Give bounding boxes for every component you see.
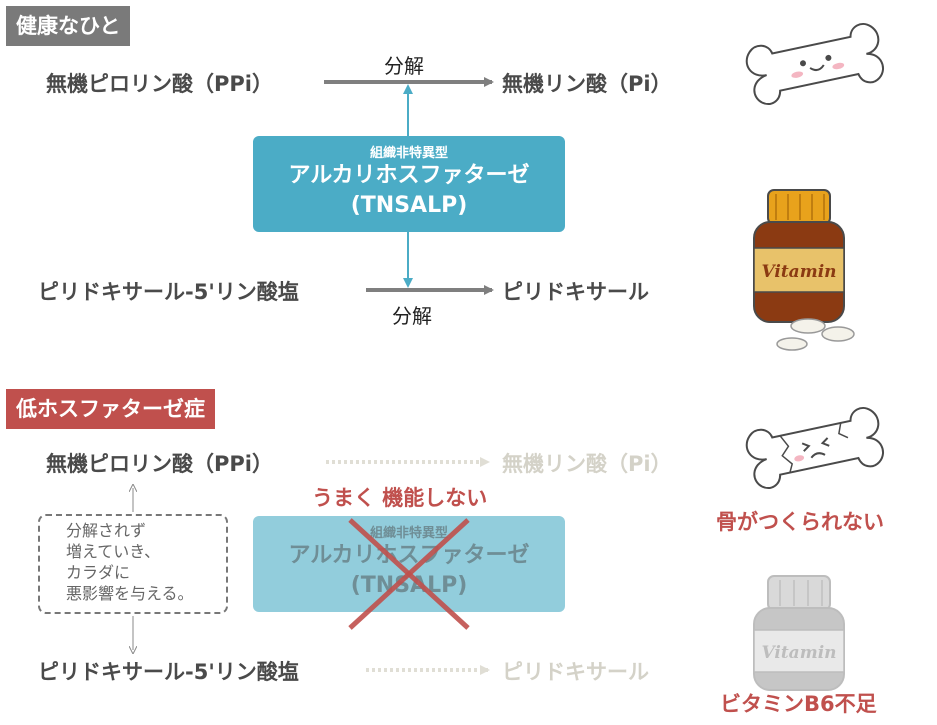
sad-bone-icon xyxy=(745,406,884,489)
hpp-header: 低ホスファターゼ症 xyxy=(6,389,215,429)
healthy-verb-top: 分解 xyxy=(384,54,424,78)
bone-problem-label: 骨がつくられない xyxy=(716,510,884,534)
hpp-pi-label: 無機リン酸（Pi） xyxy=(502,452,672,476)
vitamin-bottle-label: Vitamin xyxy=(761,262,836,282)
hpp-note-box: 分解されず 増えていき、 カラダに 悪影響を与える。 xyxy=(38,514,228,614)
hpp-plp-label: ピリドキサール-5'リン酸塩 xyxy=(38,660,299,684)
hpp-enzyme-box: 組織非特異型 アルカリホスファターゼ (TNSALP) xyxy=(253,516,565,612)
healthy-pl-label: ピリドキサール xyxy=(502,280,649,304)
healthy-enzyme-abbr: (TNSALP) xyxy=(350,193,468,218)
healthy-plp-label: ピリドキサール-5'リン酸塩 xyxy=(38,280,299,304)
healthy-enzyme-sub: 組織非特異型 xyxy=(369,146,448,161)
hpp-enzyme-sub: 組織非特異型 xyxy=(369,526,448,541)
hpp-note-line: カラダに xyxy=(66,563,131,582)
vitamin-problem-label: ビタミンB6不足 xyxy=(720,692,877,716)
healthy-enzyme-name: アルカリホスファターゼ xyxy=(288,163,530,188)
hpp-note-line: 悪影響を与える。 xyxy=(66,584,194,603)
healthy-ppi-label: 無機ピロリン酸（PPi） xyxy=(46,72,273,96)
hpp-note-line: 増えていき、 xyxy=(66,542,161,561)
vitamin-bottle-faded-label: Vitamin xyxy=(761,643,836,663)
vitamin-bottle-faded-icon: Vitamin xyxy=(753,575,845,691)
vitamin-bottle-icon: Vitamin xyxy=(753,189,855,351)
hpp-ppi-label: 無機ピロリン酸（PPi） xyxy=(46,452,273,476)
hpp-enzyme-name: アルカリホスファターゼ xyxy=(288,543,530,568)
healthy-enzyme-box: 組織非特異型 アルカリホスファターゼ (TNSALP) xyxy=(253,136,565,232)
hpp-not-working-label: うまく 機能しない xyxy=(312,486,488,510)
hpp-pl-label: ピリドキサール xyxy=(502,660,649,684)
happy-bone-icon xyxy=(745,22,884,105)
healthy-verb-bottom: 分解 xyxy=(392,304,432,328)
hpp-note-line: 分解されず xyxy=(66,521,147,540)
healthy-header: 健康なひと xyxy=(6,6,131,46)
hpp-enzyme-cross-icon xyxy=(348,518,470,630)
healthy-pi-label: 無機リン酸（Pi） xyxy=(502,72,672,96)
